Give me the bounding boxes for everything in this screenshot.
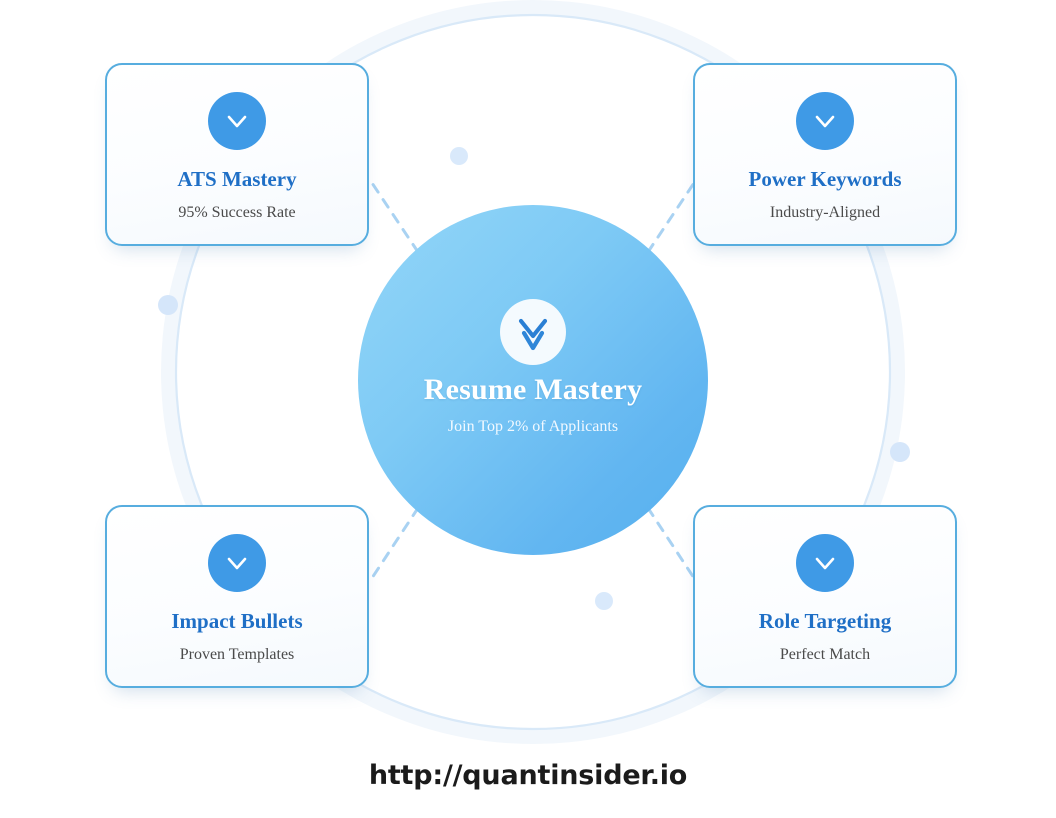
card-title: ATS Mastery xyxy=(177,167,297,191)
card-subtitle: Perfect Match xyxy=(779,646,871,663)
card-title: Impact Bullets xyxy=(171,609,303,633)
hub-subtitle: Join Top 2% of Applicants xyxy=(447,418,619,435)
footer-url[interactable]: http://quantinsider.io xyxy=(368,760,688,791)
card-icon-badge xyxy=(208,92,266,150)
center-hub[interactable]: Resume Mastery Join Top 2% of Applicants xyxy=(358,205,708,555)
card-subtitle: Industry-Aligned xyxy=(769,204,881,221)
connector-top-right xyxy=(646,181,696,254)
decor-dot xyxy=(158,295,178,315)
decor-dot xyxy=(595,592,613,610)
chevron-down-icon xyxy=(815,115,835,128)
inner-ring-stroke xyxy=(174,13,892,731)
hub-icon-badge xyxy=(500,299,566,365)
card-icon-badge xyxy=(796,534,854,592)
decor-dot xyxy=(890,442,910,462)
chevron-down-icon xyxy=(227,557,247,570)
feature-card-ats-mastery[interactable]: ATS Mastery 95% Success Rate xyxy=(105,63,369,246)
card-icon-badge xyxy=(208,534,266,592)
connector-top-left xyxy=(370,181,420,254)
decor-dot xyxy=(450,147,468,165)
card-icon-badge xyxy=(796,92,854,150)
card-subtitle: 95% Success Rate xyxy=(178,204,296,221)
card-subtitle: Proven Templates xyxy=(179,646,295,663)
chevron-down-icon xyxy=(815,557,835,570)
feature-card-role-targeting[interactable]: Role Targeting Perfect Match xyxy=(693,505,957,688)
connector-bottom-right xyxy=(646,506,696,580)
hub-title: Resume Mastery xyxy=(423,373,643,406)
feature-card-impact-bullets[interactable]: Impact Bullets Proven Templates xyxy=(105,505,369,688)
connector-bottom-left xyxy=(370,506,420,580)
feature-card-power-keywords[interactable]: Power Keywords Industry-Aligned xyxy=(693,63,957,246)
card-title: Power Keywords xyxy=(748,167,902,191)
card-title: Role Targeting xyxy=(758,609,892,633)
double-chevron-down-icon xyxy=(518,318,548,351)
chevron-down-icon xyxy=(227,115,247,128)
